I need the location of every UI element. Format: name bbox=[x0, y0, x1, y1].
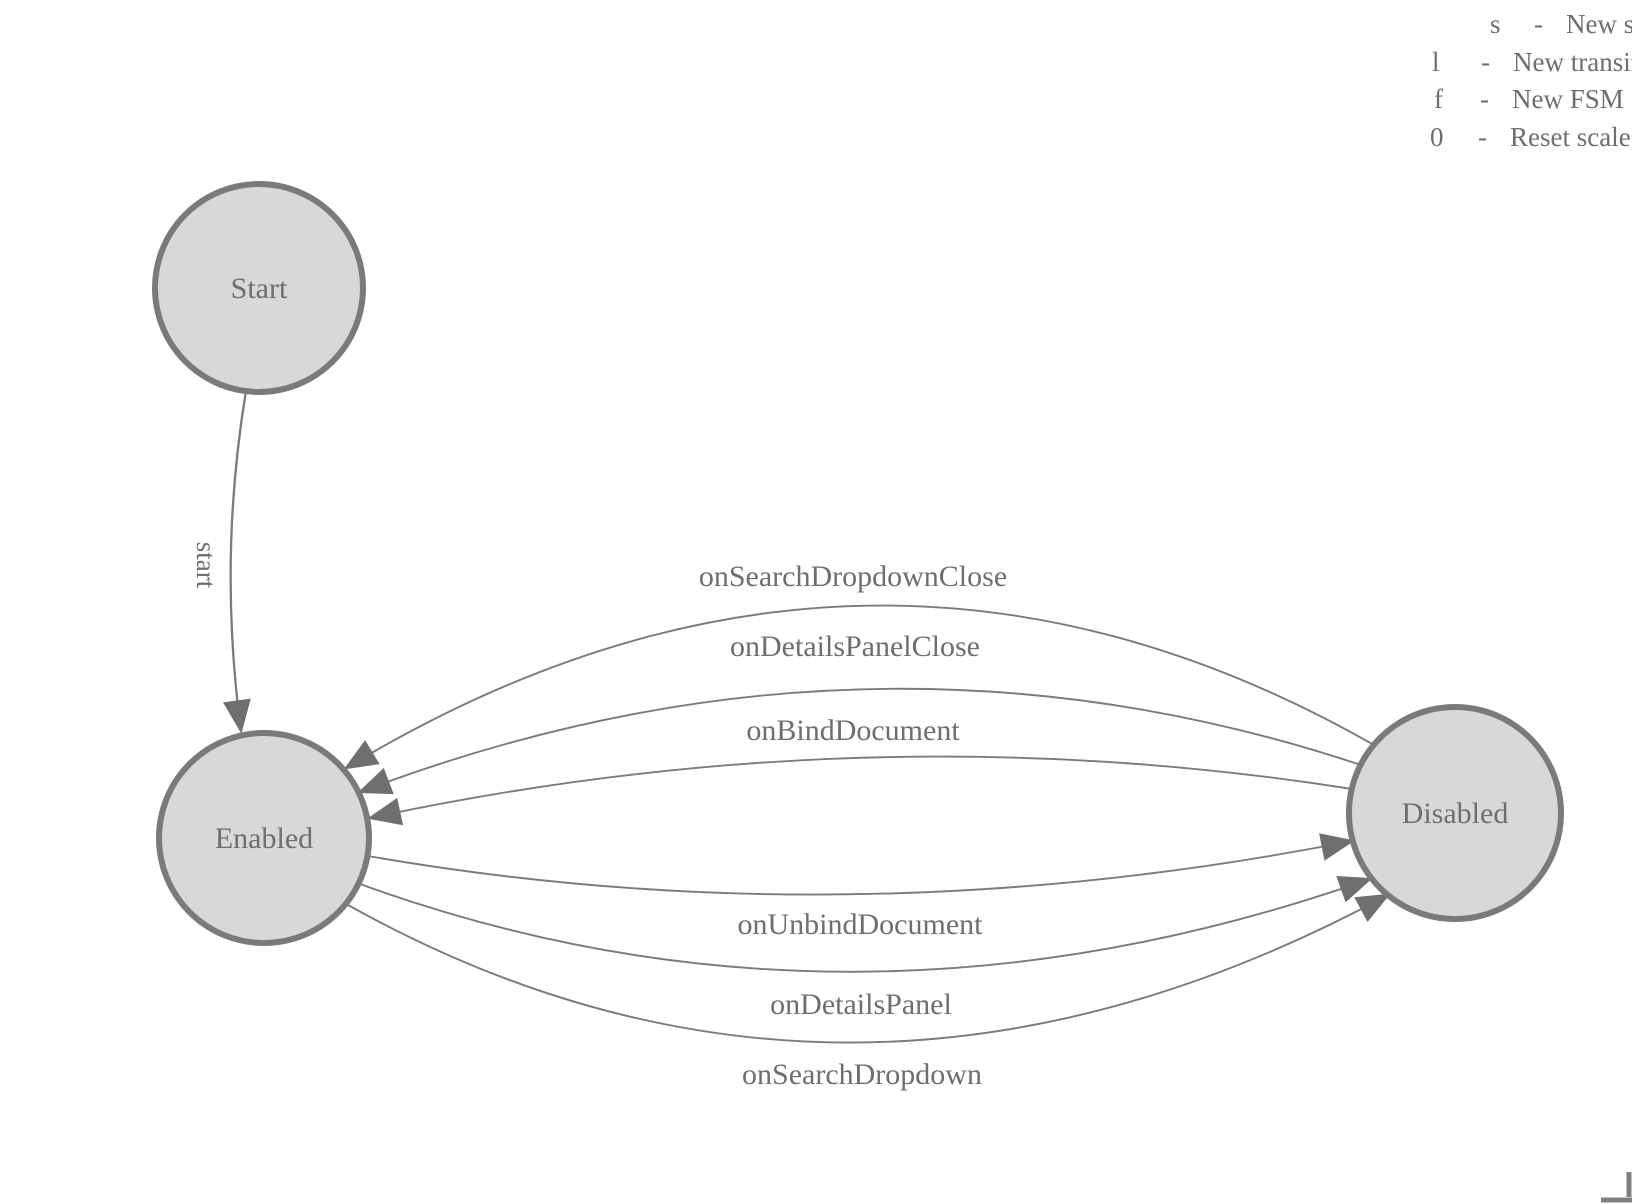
legend-key: f bbox=[1434, 84, 1443, 114]
state-label-enabled: Enabled bbox=[215, 822, 313, 855]
transition-onSearchDropdown: onSearchDropdown bbox=[347, 893, 1391, 1091]
transition-path-onUnbindDocument[interactable] bbox=[367, 833, 1355, 896]
state-label-disabled: Disabled bbox=[1402, 797, 1509, 830]
legend-line-2: l - New transition bbox=[0, 47, 1632, 77]
legend-separator: - bbox=[1480, 84, 1489, 114]
transition-label-start[interactable]: start bbox=[191, 542, 221, 589]
transition-onDetailsPanelClose: onDetailsPanelClose bbox=[357, 630, 1362, 795]
state-circle-enabled[interactable] bbox=[156, 730, 372, 946]
transition-path-onDetailsPanelClose[interactable] bbox=[357, 687, 1362, 795]
transition-path-start[interactable] bbox=[223, 390, 251, 734]
legend-key: s bbox=[1490, 9, 1501, 39]
legend-line-3: f - New FSM bbox=[0, 84, 1632, 114]
transition-label-onBindDocument[interactable]: onBindDocument bbox=[746, 714, 960, 747]
states-layer: Start Enabled Disabled bbox=[152, 181, 1564, 946]
legend-key: 0 bbox=[1430, 122, 1444, 152]
transition-label-onDetailsPanel[interactable]: onDetailsPanel bbox=[770, 988, 952, 1021]
transition-onDetailsPanel: onDetailsPanel bbox=[359, 876, 1373, 1021]
shortcut-legend: s - New state l - New transition f - New… bbox=[0, 9, 1632, 152]
legend-line-1: s - New state bbox=[0, 9, 1632, 39]
state-circle-disabled[interactable] bbox=[1346, 704, 1564, 922]
transition-label-onSearchDropdown[interactable]: onSearchDropdown bbox=[742, 1058, 982, 1091]
corner-bracket bbox=[1601, 1172, 1632, 1203]
transition-label-onSearchDropdownClose[interactable]: onSearchDropdownClose bbox=[699, 560, 1007, 593]
legend-line-4: 0 - Reset scale bbox=[0, 122, 1632, 152]
state-node-enabled: Enabled bbox=[156, 730, 372, 946]
transitions-layer: start onSearchDropdownClose onDetailsPan… bbox=[191, 390, 1391, 1091]
transition-path-onDetailsPanel[interactable] bbox=[359, 876, 1373, 973]
legend-description: New FSM bbox=[1512, 84, 1624, 114]
transition-label-onDetailsPanelClose[interactable]: onDetailsPanelClose bbox=[730, 630, 980, 663]
legend-separator: - bbox=[1534, 9, 1543, 39]
transition-path-onSearchDropdownClose[interactable] bbox=[343, 604, 1375, 770]
transition-start: start bbox=[191, 390, 251, 734]
transition-label-onUnbindDocument[interactable]: onUnbindDocument bbox=[738, 908, 984, 941]
state-node-disabled: Disabled bbox=[1346, 704, 1564, 922]
transition-path-onSearchDropdown[interactable] bbox=[347, 893, 1391, 1044]
transition-path-onBindDocument[interactable] bbox=[367, 755, 1353, 826]
transition-onSearchDropdownClose: onSearchDropdownClose bbox=[343, 560, 1375, 770]
legend-key: l bbox=[1432, 47, 1440, 77]
transition-onUnbindDocument: onUnbindDocument bbox=[367, 833, 1355, 941]
legend-separator: - bbox=[1481, 47, 1490, 77]
state-label-start: Start bbox=[231, 272, 288, 305]
legend-separator: - bbox=[1478, 122, 1487, 152]
transition-onBindDocument: onBindDocument bbox=[367, 714, 1353, 826]
legend-description: New transition bbox=[1513, 47, 1632, 77]
legend-description: Reset scale bbox=[1510, 122, 1631, 152]
legend-description: New state bbox=[1566, 9, 1632, 39]
state-circle-start[interactable] bbox=[152, 181, 366, 395]
state-node-start: Start bbox=[152, 181, 366, 395]
